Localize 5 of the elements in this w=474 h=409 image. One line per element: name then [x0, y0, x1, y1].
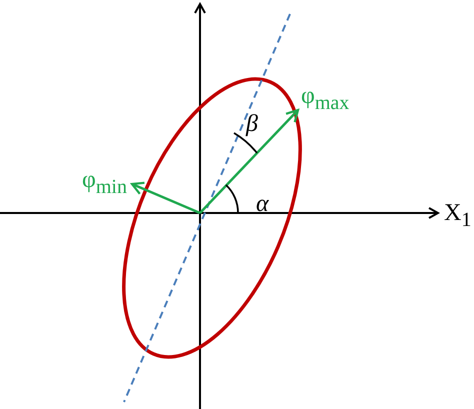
min-vector-label: φ$_{min}$ [82, 168, 127, 197]
angle-label: α [256, 192, 269, 216]
angle-label: β [246, 112, 258, 136]
max-vector-label: φ$_{max}$ [301, 84, 350, 113]
axis-label: X$_{1}$ [444, 201, 472, 230]
